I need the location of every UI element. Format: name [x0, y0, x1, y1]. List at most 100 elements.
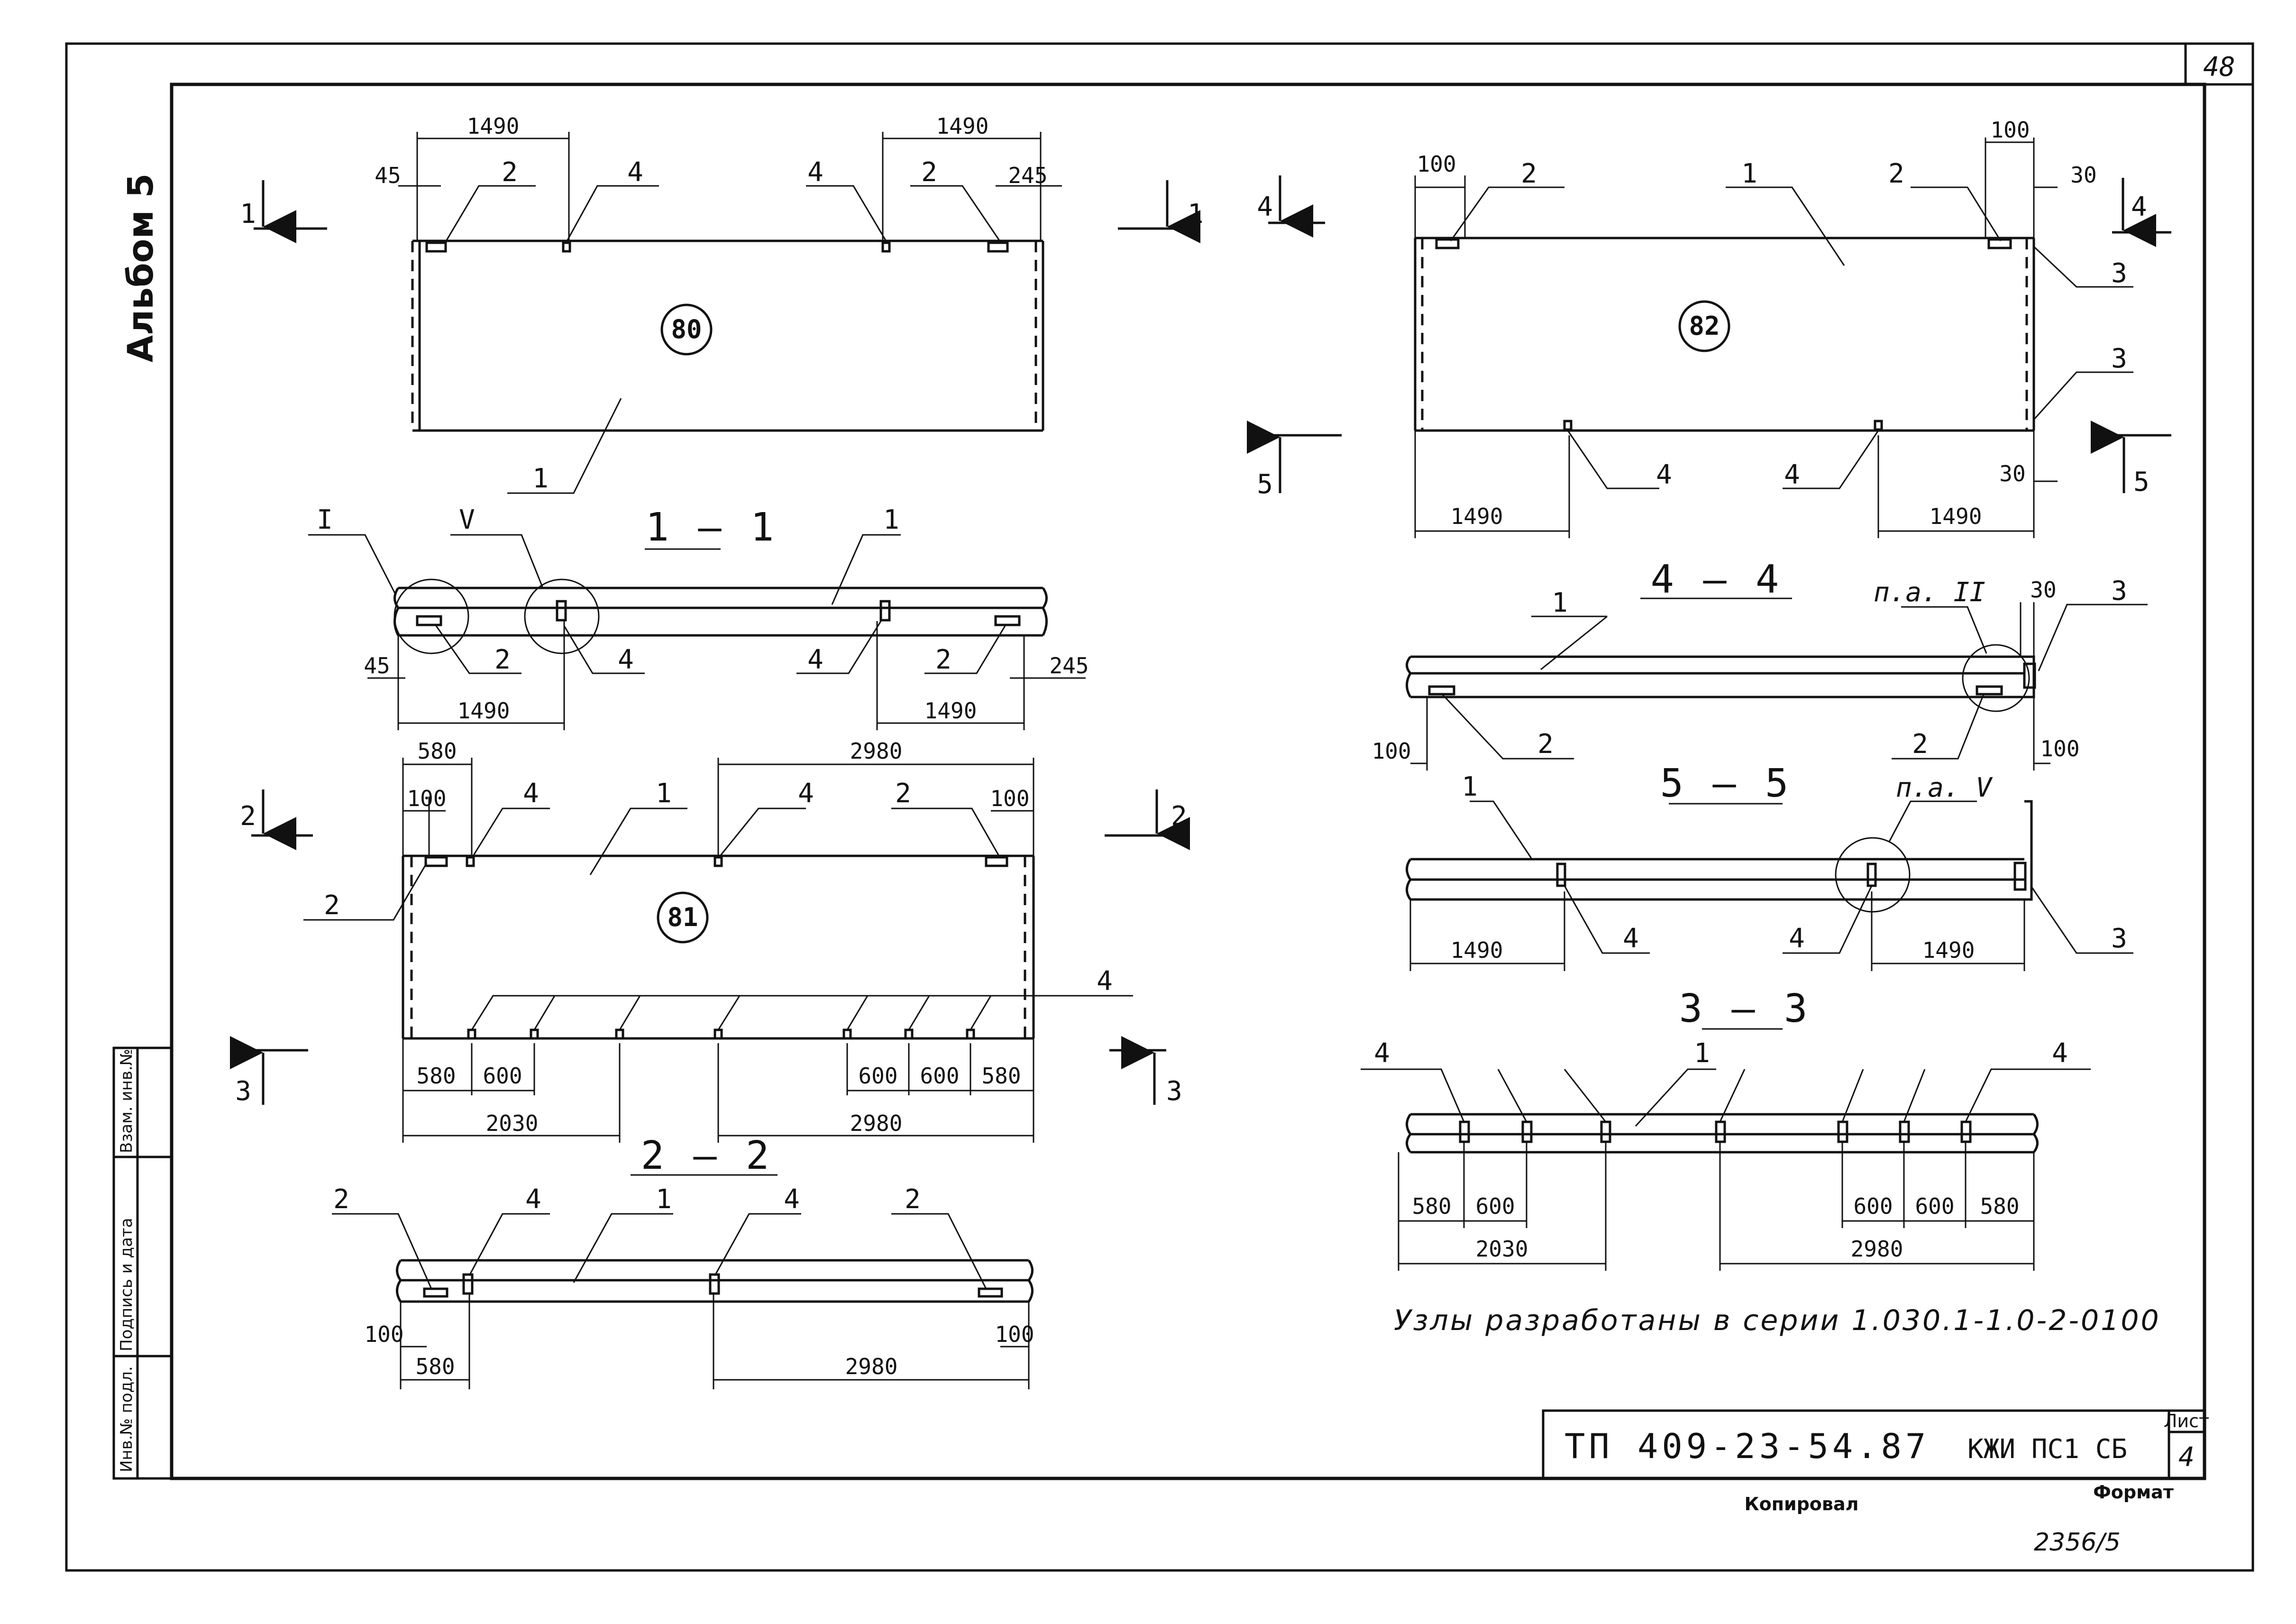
dim-p82-1490-right: 1490 [1930, 504, 1982, 529]
label-p82-3-top: 3 [2111, 258, 2127, 289]
note-series: Узлы разработаны в серии 1.030.1-1.0-2-0… [1394, 1304, 2161, 1337]
dim-p81-600-a: 600 [858, 1063, 897, 1089]
panel-82-mark: 82 [1689, 311, 1720, 341]
dim-p81-2030: 2030 [486, 1110, 539, 1136]
label-s22-1: 1 [656, 1184, 672, 1215]
panel-81-elevation [230, 758, 1190, 1143]
dim-p81-580-right: 580 [981, 1063, 1021, 1089]
stamp-inv-podl: Инв.№ подл. [117, 1366, 136, 1472]
panel-80-mark: 80 [671, 314, 702, 344]
album-label: Альбом 5 [120, 174, 161, 363]
label-p82-4-right: 4 [1784, 459, 1800, 490]
stamp-vzam-inv: Взам. инв.№ [117, 1049, 136, 1153]
dim-s44-100-left: 100 [1372, 738, 1411, 764]
dim-s22-100-left: 100 [364, 1321, 403, 1347]
dim-s33-580-right: 580 [1980, 1193, 2019, 1219]
dim-p81-580-bottom: 580 [416, 1063, 456, 1089]
label-p81-4-right: 4 [798, 778, 814, 809]
label-p82-3-bottom: 3 [2111, 343, 2127, 374]
dim-s11-245: 245 [1049, 653, 1089, 679]
label-p81-2-left: 2 [324, 890, 340, 921]
dim-s33-600-b: 600 [1915, 1193, 1954, 1219]
panel-81-mark: 81 [667, 902, 698, 932]
label-s44-2-left: 2 [1537, 729, 1554, 760]
dim-s55-1490-right: 1490 [1922, 937, 1975, 963]
format-label: Формат [2093, 1482, 2174, 1503]
dim-p81-580-top: 580 [417, 738, 457, 764]
panel-81-mark-circle [657, 891, 709, 944]
dim-s11-45: 45 [364, 653, 390, 679]
section-1-1 [308, 534, 1086, 730]
label-s11-1: 1 [883, 505, 899, 535]
callout-pa-V-55: п.а. V [1896, 772, 1994, 803]
section-4-4 [1406, 597, 2148, 771]
panel-82-elevation [1247, 138, 2171, 538]
section-4-4-title: 4 – 4 [1651, 557, 1782, 602]
dim-s33-2980: 2980 [1851, 1236, 1903, 1262]
callout-pa-II-44: п.а. II [1874, 577, 1985, 608]
dim-p81-600-left: 600 [483, 1063, 522, 1089]
label-s33-4-left: 4 [1374, 1038, 1390, 1069]
dim-p81-100-left: 100 [407, 786, 446, 811]
label-p82-2-left: 2 [1521, 158, 1537, 189]
section-2-2 [332, 1174, 1034, 1389]
dim-s22-2980: 2980 [845, 1354, 898, 1379]
dim-p80-1490-right: 1490 [936, 113, 989, 139]
label-s55-4-right: 4 [1789, 923, 1805, 954]
cut-2-right: 2 [1171, 801, 1187, 832]
panel-80-mark-circle [660, 303, 713, 356]
dim-p82-100-left: 100 [1417, 151, 1456, 177]
dim-s22-100-right: 100 [995, 1321, 1034, 1347]
dim-s22-580: 580 [415, 1354, 455, 1379]
label-s22-4-right: 4 [784, 1184, 800, 1215]
dim-s11-1490-left: 1490 [457, 698, 510, 724]
section-5-5 [1406, 800, 2133, 971]
label-p81-2-right: 2 [895, 778, 911, 809]
panel-82-mark-circle [1678, 300, 1730, 352]
label-p82-2-right: 2 [1888, 158, 1904, 189]
section-1-1-title: 1 – 1 [646, 505, 777, 550]
cut-2-left: 2 [240, 801, 256, 832]
title-sheet-label: Лист [2164, 1411, 2209, 1431]
label-s22-2-right: 2 [905, 1184, 921, 1215]
label-s44-1: 1 [1552, 587, 1568, 618]
label-p81-4-bottom: 4 [1097, 966, 1113, 997]
outer-border [65, 42, 2254, 1572]
label-p81-4-left: 4 [523, 778, 539, 809]
label-s11-4-right: 4 [807, 644, 823, 675]
dim-p80-245: 245 [1008, 163, 1047, 188]
label-s22-4-left: 4 [525, 1184, 541, 1215]
label-s44-2-right: 2 [1912, 729, 1928, 760]
dim-s55-1490-left: 1490 [1451, 937, 1503, 963]
page-number: 48 [2203, 52, 2235, 83]
label-s22-2-left: 2 [333, 1184, 349, 1215]
label-s55-1: 1 [1462, 771, 1478, 802]
dim-p81-600-b: 600 [920, 1063, 959, 1089]
cut-3-left: 3 [235, 1076, 251, 1107]
dim-p82-100-right: 100 [1990, 117, 2030, 143]
label-p80-2-right: 2 [921, 157, 937, 188]
cut-4-left: 4 [1257, 192, 1273, 222]
inner-frame [170, 83, 2206, 1480]
label-s55-3: 3 [2111, 923, 2127, 954]
copied-by-label: Копировал [1745, 1494, 1859, 1514]
label-s33-1: 1 [1694, 1038, 1710, 1069]
label-p82-4-left: 4 [1656, 459, 1672, 490]
label-s11-2-left: 2 [494, 644, 511, 675]
cut-5-left: 5 [1257, 469, 1273, 500]
label-s11-2-right: 2 [935, 644, 951, 675]
title-mark: КЖИ ПС1 СБ [1967, 1434, 2127, 1465]
label-p82-1: 1 [1741, 158, 1757, 189]
title-sheet-number: 4 [2178, 1442, 2195, 1473]
dim-s33-600-left: 600 [1475, 1193, 1515, 1219]
label-p80-4-left: 4 [627, 157, 643, 188]
title-doc-code: ТП 409-23-54.87 [1564, 1426, 1930, 1466]
stamp-signature-date: Подпись и дата [117, 1218, 136, 1351]
archive-number: 2356/5 [2034, 1528, 2121, 1557]
dim-s33-2030: 2030 [1476, 1236, 1528, 1262]
dim-p82-1490-left: 1490 [1451, 504, 1503, 529]
cut-1-right: 1 [1188, 199, 1204, 229]
dim-s33-580-left: 580 [1412, 1193, 1451, 1219]
label-p81-1: 1 [656, 778, 672, 809]
